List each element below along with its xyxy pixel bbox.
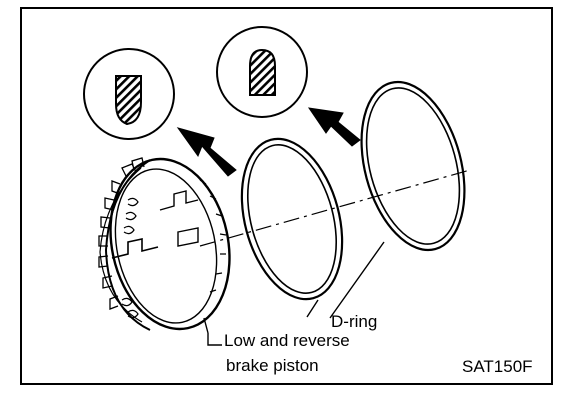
brake-piston [98, 157, 231, 331]
cross-section-callout-left [83, 48, 175, 140]
d-ring-section-hatch-right [249, 48, 276, 96]
d-ring-section-hatch-left [115, 75, 142, 126]
d-ring-label: D-ring [331, 312, 377, 331]
arrow-to-left-callout [176, 127, 237, 177]
figure-frame [20, 7, 553, 385]
figure-code: SAT150F [462, 357, 533, 376]
center-axis-line [199, 169, 471, 247]
piston-leader-line [203, 317, 222, 346]
d-ring-outer [360, 80, 466, 252]
cross-section-callout-right [216, 26, 308, 118]
piston-label-line2: brake piston [226, 356, 319, 375]
d-ring-leader-line [306, 241, 385, 319]
d-ring-inner [240, 137, 344, 301]
arrow-to-right-callout [307, 107, 361, 147]
piston-label-line1: Low and reverse [224, 331, 350, 350]
